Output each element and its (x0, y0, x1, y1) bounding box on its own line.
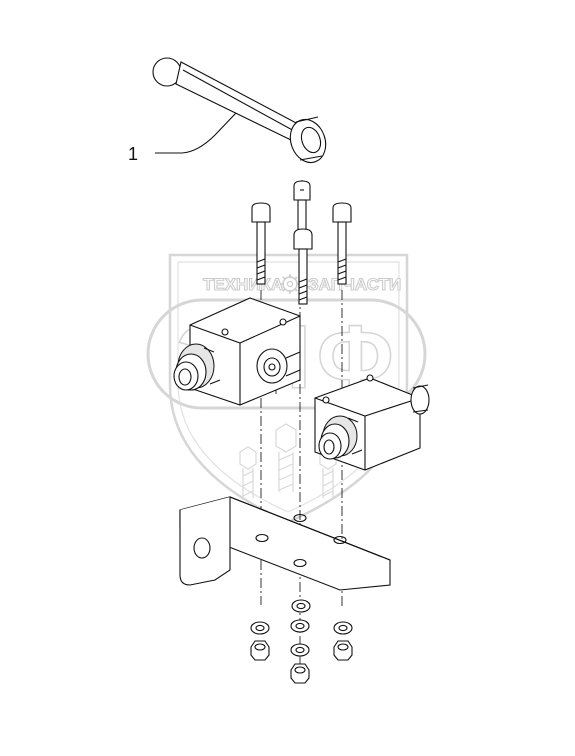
cap-screw-center (293, 228, 313, 305)
nut-right (333, 640, 353, 661)
gear-icon (280, 274, 300, 294)
callout-1: 1 (128, 112, 237, 164)
cap-screw-right (332, 202, 352, 285)
callout-1-leader (155, 112, 237, 154)
cap-screw-left (251, 202, 271, 285)
mounting-bracket (179, 496, 391, 591)
cap-screw-center-top (293, 180, 311, 245)
wrench-tool (152, 57, 327, 164)
watermark-text-right: ЗАПЧАСТИ (308, 275, 401, 294)
callout-1-label: 1 (128, 144, 138, 164)
washer-center-2 (290, 619, 310, 633)
watermark-logo-frame (146, 298, 427, 410)
nut-center (290, 663, 310, 684)
washer-center-3 (290, 643, 310, 657)
valve-block-right (314, 374, 430, 471)
washer-center-1 (291, 599, 311, 613)
nut-left (250, 640, 270, 661)
washer-right (333, 621, 353, 635)
watermark-text-left: ТЕХНИКА (203, 275, 283, 294)
washer-left (250, 621, 270, 635)
valve-block-left (173, 297, 301, 406)
